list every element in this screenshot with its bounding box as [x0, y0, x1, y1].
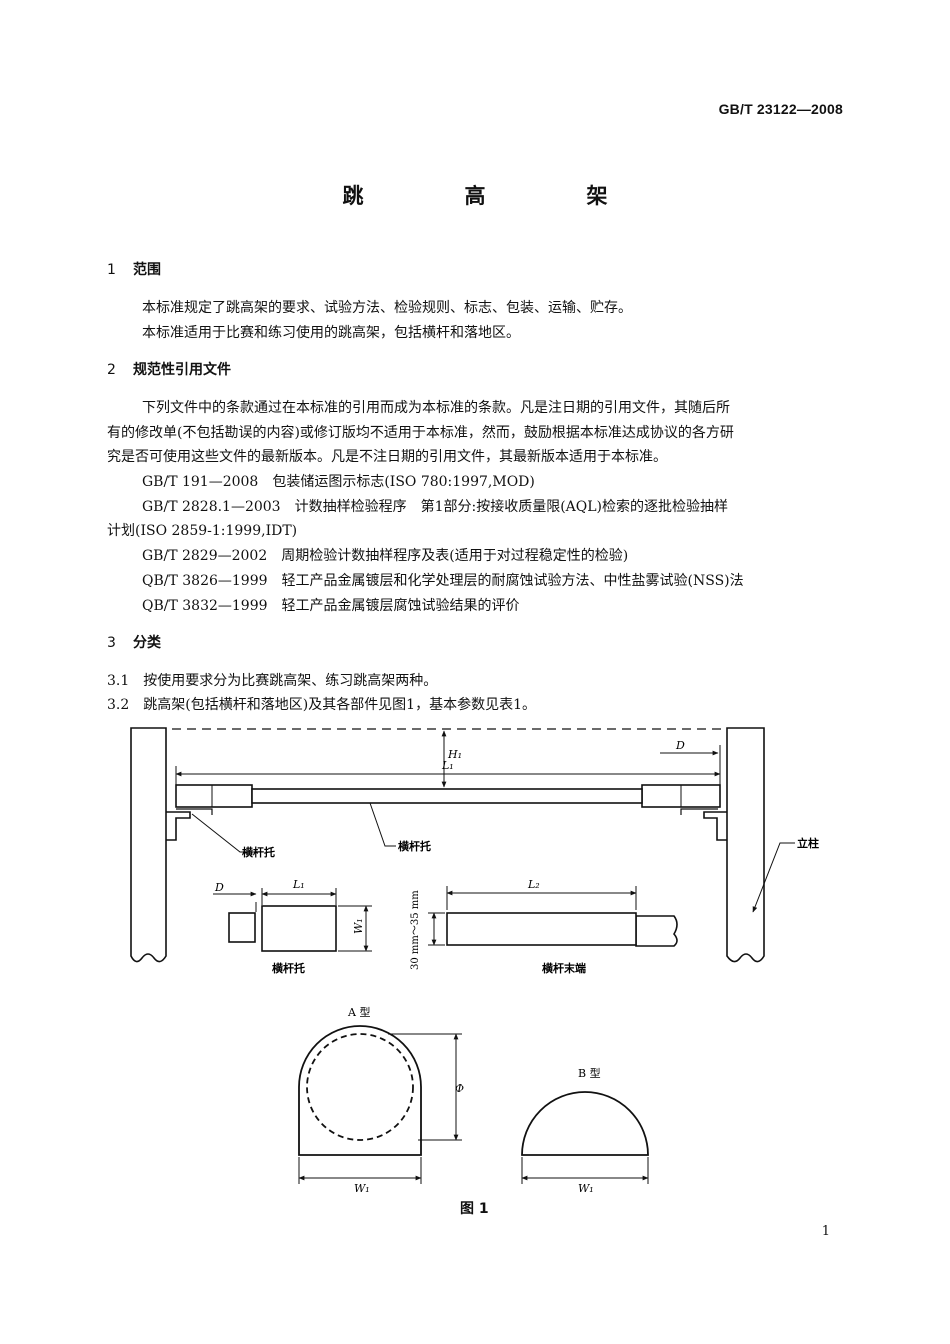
support-block — [261, 905, 337, 952]
reference-item: GB/T 2829—2002 周期检验计数抽样程序及表(适用于对过程稳定性的检验… — [142, 548, 629, 564]
type-a-inner-dashed-circle — [306, 1033, 414, 1141]
crossbar — [251, 788, 643, 804]
scope-paragraph-2: 本标准适用于比赛和练习使用的跳高架，包括横杆和落地区。 — [142, 325, 520, 341]
label-L1-detail: L₁ — [292, 878, 305, 891]
classification-item-3-2: 3.2 跳高架(包括横杆和落地区)及其各部件见图1，基本参数见表1。 — [107, 697, 537, 713]
label-W1-type-a: W₁ — [354, 1182, 370, 1195]
label-crossbar-support-left: 横杆托 — [242, 845, 275, 859]
classification-item-3-1: 3.1 按使用要求分为比赛跳高架、练习跳高架两种。 — [107, 673, 438, 689]
label-W1-type-b: W₁ — [578, 1182, 594, 1195]
document-title: 跳 高 架 — [342, 184, 648, 208]
references-intro-line-3: 究是否可使用这些文件的最新版本。凡是不注日期的引用文件，其最新版本适用于本标准。 — [107, 449, 667, 465]
section-heading-scope: 1 范围 — [107, 259, 161, 279]
page-number: 1 — [821, 1224, 830, 1239]
label-H1: H₁ — [447, 748, 462, 761]
figure-caption: 图 1 — [460, 1201, 489, 1217]
section-number: 2 — [107, 362, 116, 378]
label-D-top: D — [675, 739, 685, 752]
scope-paragraph-1: 本标准规定了跳高架的要求、试验方法、检验规则、标志、包装、运输、贮存。 — [142, 300, 632, 316]
label-L1: L₁ — [441, 759, 454, 772]
type-a-cross-section — [298, 1025, 422, 1156]
label-crossbar-support-detail: 横杆托 — [272, 961, 305, 975]
label-W1-detail: W₁ — [352, 918, 365, 934]
label-phi: Φ — [455, 1082, 464, 1095]
left-upright — [130, 727, 167, 963]
reference-item-continuation: 计划(ISO 2859-1:1999,IDT) — [107, 523, 298, 539]
support-peg — [228, 912, 256, 943]
section-heading-references: 2 规范性引用文件 — [107, 359, 231, 379]
left-crossbar-end-block — [175, 784, 253, 808]
crossbar-end-tail — [635, 915, 678, 947]
references-intro-line-1: 下列文件中的条款通过在本标准的引用而成为本标准的条款。凡是注日期的引用文件，其随… — [142, 400, 730, 416]
reference-item: QB/T 3832—1999 轻工产品金属镀层腐蚀试验结果的评价 — [142, 598, 520, 614]
type-b-cross-section — [521, 1091, 649, 1156]
section-title: 范围 — [133, 262, 161, 278]
label-D-detail: D — [214, 881, 224, 894]
standard-code: GB/T 23122—2008 — [718, 101, 843, 117]
right-upright — [726, 727, 765, 963]
reference-item: GB/T 2828.1—2003 计数抽样检验程序 第1部分:按接收质量限(AQ… — [142, 499, 729, 515]
section-heading-classification: 3 分类 — [107, 632, 161, 652]
section-number: 3 — [107, 635, 116, 651]
section-title: 分类 — [133, 635, 161, 651]
label-crossbar-support-mid: 横杆托 — [398, 839, 431, 853]
label-L2: L₂ — [527, 878, 540, 891]
label-dimension-range: 30 mm～35 mm — [410, 890, 421, 970]
crossbar-end-body — [446, 912, 637, 946]
label-crossbar-end: 横杆末端 — [542, 961, 586, 975]
label-type-b: B 型 — [578, 1066, 601, 1080]
right-bracket — [703, 811, 727, 841]
reference-item: QB/T 3826—1999 轻工产品金属镀层和化学处理层的耐腐蚀试验方法、中性… — [142, 573, 744, 589]
section-title: 规范性引用文件 — [133, 362, 231, 378]
label-type-a: A 型 — [347, 1005, 370, 1019]
label-upright: 立柱 — [797, 836, 819, 850]
references-intro-line-2: 有的修改单(不包括勘误的内容)或修订版均不适用于本标准，然而，鼓励根据本标准达成… — [107, 425, 734, 441]
section-number: 1 — [107, 262, 116, 278]
figure-1-diagram: L₁ H₁ D 横杆托 横杆托 立柱 D L₁ W₁ 横杆托 L₂ 30 mm～… — [130, 727, 819, 1195]
reference-item: GB/T 191—2008 包装储运图示标志(ISO 780:1997,MOD) — [142, 474, 535, 490]
left-bracket — [166, 811, 191, 841]
